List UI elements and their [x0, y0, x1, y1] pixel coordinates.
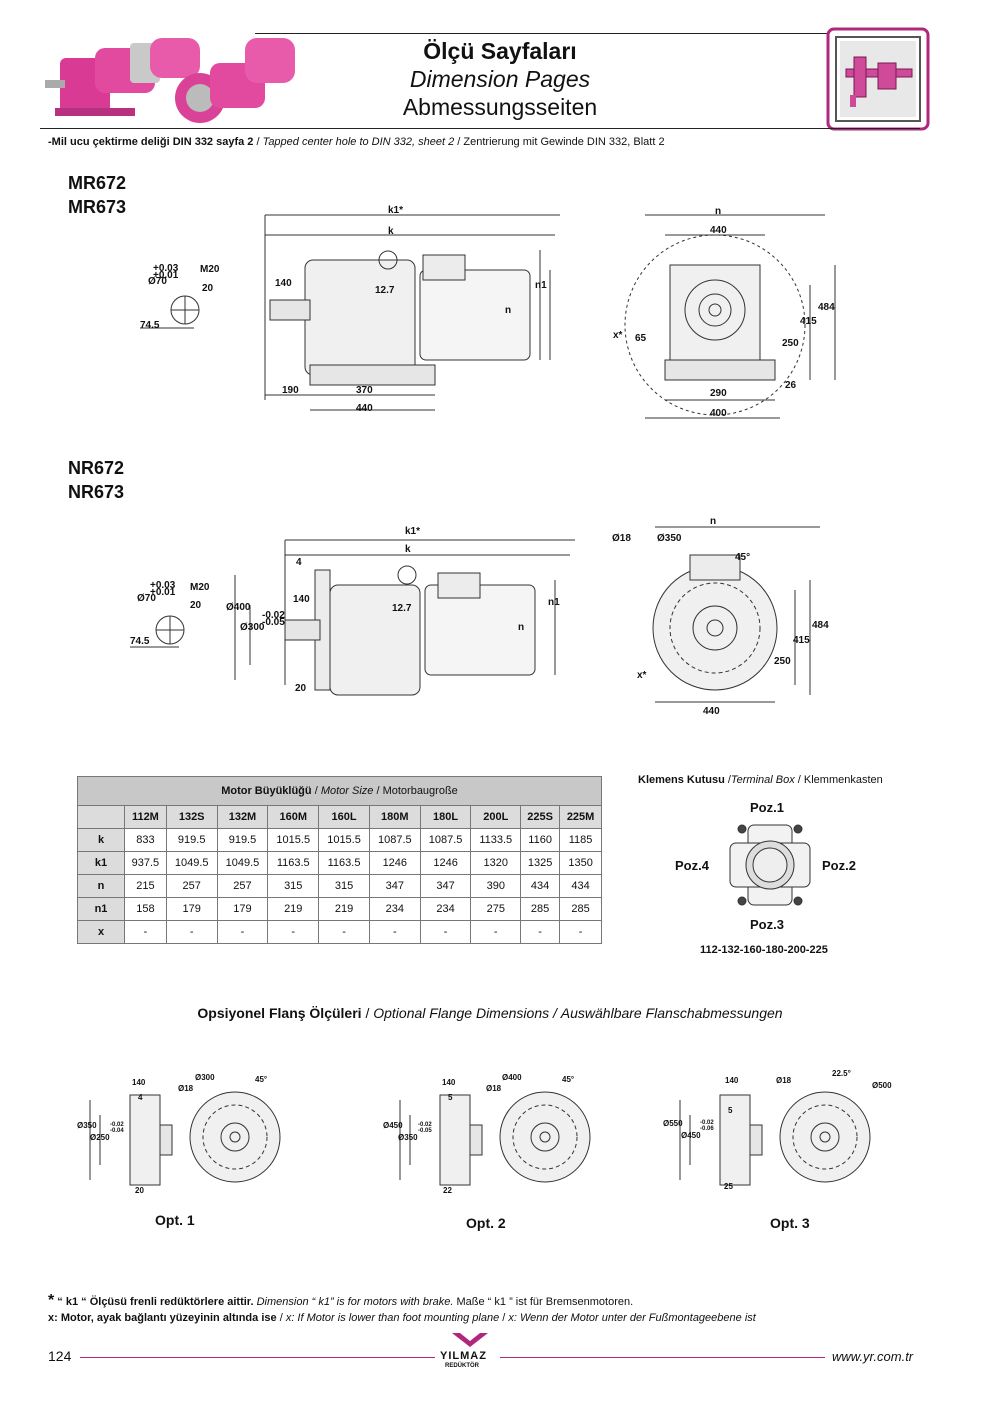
- yilmaz-logo-icon: [452, 1333, 488, 1347]
- table-header-row: 112M 132S 132M 160M 160L 180M 180L 200L …: [77, 805, 602, 829]
- poz3-label: Poz.3: [750, 917, 784, 932]
- header-bottom-line: [40, 128, 920, 129]
- mr-side-view: [140, 214, 560, 411]
- nr-side-view: [130, 539, 575, 696]
- brand-sub: REDÜKTÖR: [445, 1363, 479, 1369]
- brand-name: YILMAZ: [440, 1350, 487, 1362]
- terminal-box-sizes: 112-132-160-180-200-225: [700, 944, 828, 956]
- col-header: 132S: [165, 805, 218, 829]
- model-nr673: NR673: [68, 482, 125, 502]
- table-row: x -- -- -- -- --: [77, 920, 602, 944]
- website-link[interactable]: www.yr.com.tr: [832, 1349, 914, 1364]
- poz4-label: Poz.4: [675, 858, 709, 873]
- terminal-box-diagram: [729, 824, 811, 906]
- model-nr672: NR672: [68, 458, 125, 478]
- page-number: 124: [48, 1348, 72, 1364]
- gear-motor-flange: [175, 38, 295, 123]
- col-header: 160M: [267, 805, 320, 829]
- terminal-box-title: Klemens Kutusu /Terminal Box / Klemmenka…: [638, 774, 883, 786]
- flange-title: Opsiyonel Flanş Ölçüleri / Optional Flan…: [197, 1005, 783, 1021]
- title-en: Dimension Pages: [409, 66, 591, 92]
- footer-line-right: [500, 1357, 825, 1358]
- mr-front-view: [624, 214, 836, 419]
- poz2-label: Poz.2: [822, 858, 856, 873]
- poz1-label: Poz.1: [750, 800, 784, 815]
- gear-motor-foot: [45, 38, 200, 116]
- flange-opt2-drawing: [399, 1091, 591, 1186]
- title-tr: Ölçü Sayfaları: [423, 38, 577, 64]
- table-caption: Motor Büyüklüğü / Motor Size / Motorbaug…: [77, 776, 602, 806]
- footnote-x: x: Motor, ayak bağlantı yüzeyinin altınd…: [48, 1312, 756, 1324]
- flange-opt2-label: Opt. 2: [466, 1215, 506, 1231]
- subtitle-en: Tapped center hole to DIN 332, sheet 2: [262, 136, 455, 148]
- col-header: 200L: [470, 805, 522, 829]
- header-top-line: [255, 33, 835, 34]
- col-header: 180L: [419, 805, 472, 829]
- subtitle: -Mil ucu çektirme deliği DIN 332 sayfa 2…: [48, 136, 665, 148]
- flange-opt3-drawing: [679, 1091, 871, 1186]
- col-header: 132M: [216, 805, 269, 829]
- footer-line-left: [80, 1357, 435, 1358]
- subtitle-de: Zentrierung mit Gewinde DIN 332, Blatt 2: [463, 136, 665, 148]
- flange-opt1-drawing: [89, 1091, 281, 1186]
- col-header: 160L: [318, 805, 370, 829]
- caliper-icon: [826, 27, 930, 131]
- model-mr672: MR672: [68, 173, 127, 193]
- col-header: 112M: [124, 805, 167, 829]
- product-image: [45, 38, 295, 123]
- model-mr673: MR673: [68, 197, 127, 217]
- footnote-k1: * “ k1 “ Ölçüsü frenli redüktörlere aitt…: [48, 1292, 634, 1309]
- nr-front-view: [652, 526, 820, 703]
- flange-opt1-label: Opt. 1: [155, 1212, 195, 1228]
- col-header: 225S: [520, 805, 561, 829]
- flange-opt3-label: Opt. 3: [770, 1215, 810, 1231]
- subtitle-tr: -Mil ucu çektirme deliği DIN 332 sayfa 2: [48, 136, 254, 148]
- col-header: 225M: [559, 805, 602, 829]
- col-header: 180M: [368, 805, 421, 829]
- motor-size-table: Motor Büyüklüğü / Motor Size / Motorbaug…: [77, 776, 602, 944]
- title-de: Abmessungsseiten: [402, 94, 598, 120]
